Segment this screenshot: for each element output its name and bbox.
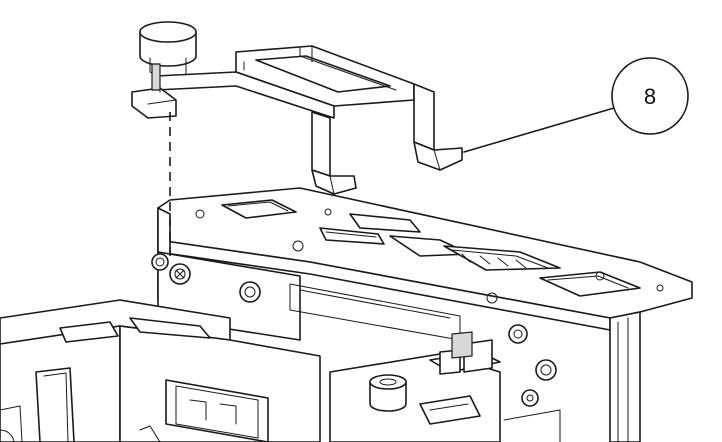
standoff-icon [369,374,407,412]
base-frame [151,187,693,442]
bracket-part-8 [131,45,463,195]
screw-icon [239,281,261,303]
callout-8: 8 [463,57,689,153]
center-component [329,331,561,442]
screw-icon [508,324,528,344]
thumb-screw-icon [139,21,197,93]
callout-circle [611,57,689,135]
screw-icon [169,263,191,285]
lower-left-housing [0,299,321,442]
screw-icon [535,359,557,381]
leader-line [463,107,615,153]
callout-label: 8 [644,84,656,109]
screw-icon [151,253,169,271]
edge-arc [0,429,15,442]
screw-icon [521,389,539,407]
